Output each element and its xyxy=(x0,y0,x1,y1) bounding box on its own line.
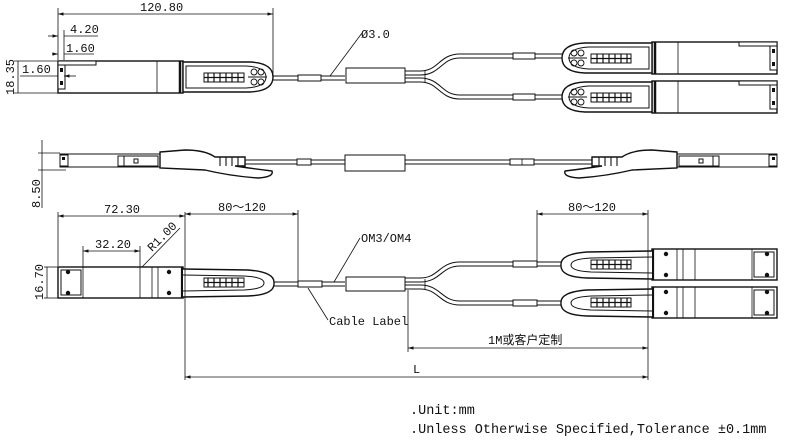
dim-cable-diameter: Ø3.0 xyxy=(361,28,390,42)
side-view: 8.50 xyxy=(30,140,778,208)
dim-boot-left: 80～120 xyxy=(218,201,266,215)
notes: .Unit:mm .Unless Otherwise Specified,Tol… xyxy=(410,404,766,438)
dim-height: 16.70 xyxy=(33,264,47,300)
connector-right-2 xyxy=(560,79,779,115)
side-connector-left xyxy=(59,149,273,179)
cable-label-callout: Cable Label xyxy=(329,315,408,329)
side-boot xyxy=(344,154,406,172)
top-view: 120.80 4.20 1.60 1.60 18.35 Ø3.0 xyxy=(4,1,779,115)
breakout-boot xyxy=(345,67,406,84)
breakout-cables xyxy=(405,52,562,101)
note-tolerance: .Unless Otherwise Specified,Tolerance ±0… xyxy=(410,423,766,438)
connector-right-1 xyxy=(560,40,779,76)
breakout-boot xyxy=(345,276,406,292)
dim-tab-offset: 4.20 xyxy=(70,23,99,37)
dim-flange: 1.60 xyxy=(66,42,95,56)
side-connector-right xyxy=(564,149,778,179)
dim-height: 18.35 xyxy=(4,59,18,95)
dim-thickness: 8.50 xyxy=(30,179,44,208)
bottom-view: 72.30 80～120 80～120 32.20 R1.00 16.70 OM… xyxy=(33,201,779,380)
dim-radius: R1.00 xyxy=(145,219,180,254)
dim-module-length: 72.30 xyxy=(104,203,140,217)
cable-label-sleeve xyxy=(297,74,322,82)
dim-overall-length: 120.80 xyxy=(140,1,183,15)
connector-left xyxy=(56,59,275,95)
dim-side: 1.60 xyxy=(22,63,51,77)
connector-right-2 xyxy=(559,285,779,320)
dim-boot-right: 80～120 xyxy=(568,201,616,215)
connector-right-1 xyxy=(559,247,779,282)
dim-window-length: 32.20 xyxy=(95,238,131,252)
breakout-cables xyxy=(405,260,562,307)
dim-breakout-length: 1M或客户定制 xyxy=(488,332,562,348)
fiber-type-label: OM3/OM4 xyxy=(361,232,411,246)
dim-total-length: L xyxy=(413,363,420,377)
connector-left xyxy=(56,265,276,300)
note-unit: .Unit:mm xyxy=(410,404,475,419)
